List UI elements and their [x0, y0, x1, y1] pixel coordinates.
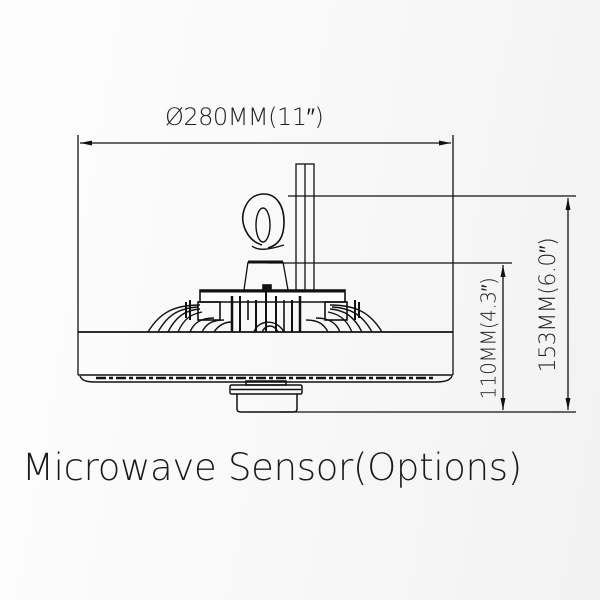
width-dimension: [77, 135, 454, 375]
diameter-dimension-label: Ø280MM(11″): [165, 103, 324, 131]
lamp-body: [78, 331, 453, 383]
arrow-down-icon: [500, 398, 506, 410]
arrow-right-icon: [439, 140, 451, 146]
body-height-dimension-label: 110MM(4.3″): [476, 277, 501, 400]
height-153-dimension: [565, 198, 571, 410]
height-extension-lines: [268, 195, 576, 413]
diagram-caption: Microwave Sensor(Options): [22, 446, 522, 489]
mounting-bar: [295, 163, 315, 295]
arrow-down-icon: [565, 398, 571, 410]
microwave-sensor: [229, 380, 303, 413]
arrow-up-icon: [500, 265, 506, 277]
heatsink-fins: [147, 304, 383, 333]
eye-bolt: [242, 193, 289, 291]
height-110-dimension: [500, 265, 506, 410]
total-height-dimension-label: 153MM(6.0″): [536, 237, 561, 373]
arrow-left-icon: [80, 140, 92, 146]
arrow-up-icon: [565, 198, 571, 210]
driver-housing: [185, 284, 360, 332]
